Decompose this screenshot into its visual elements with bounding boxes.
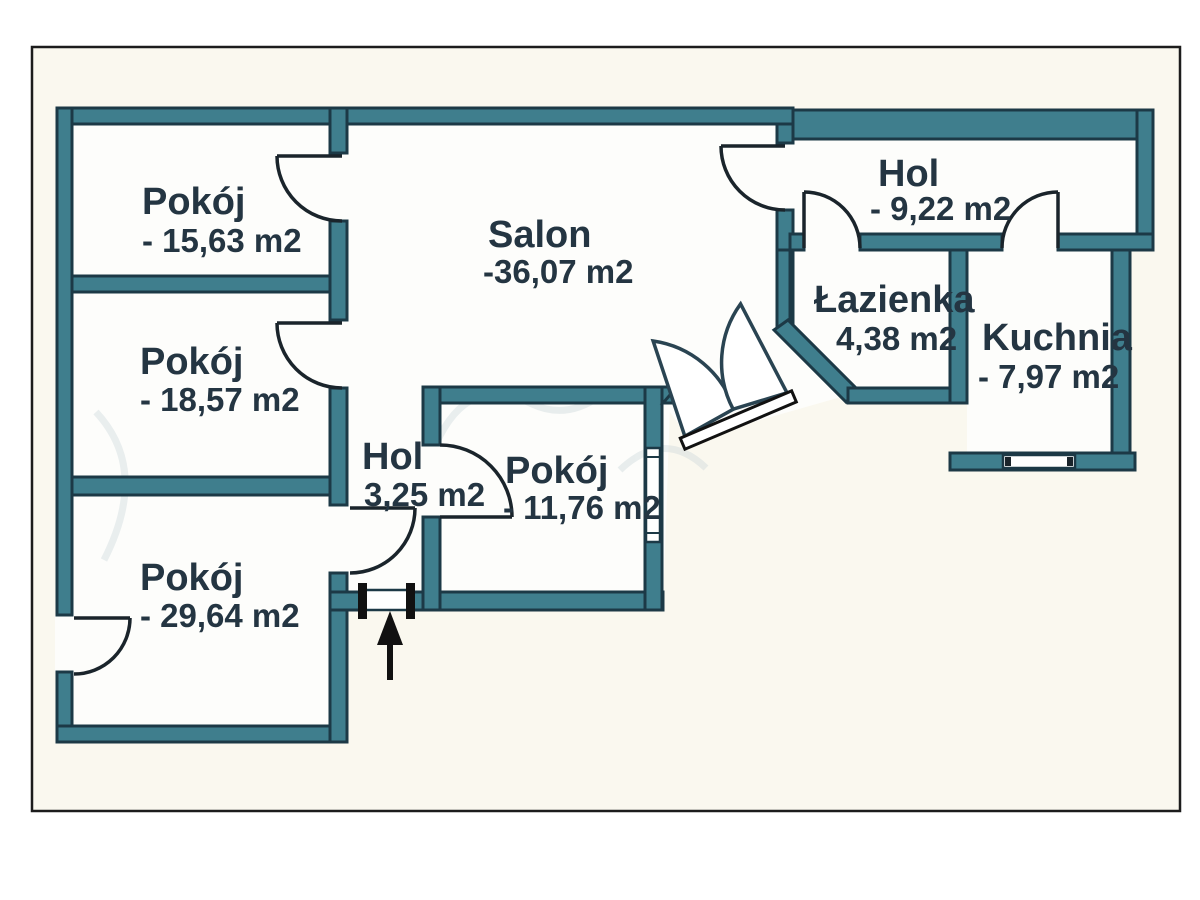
room-labels: Pokój - 15,63 m2 Pokój - 18,57 m2 Pokój … — [140, 153, 1133, 634]
windows — [644, 446, 1077, 544]
window-room-icon — [644, 446, 662, 544]
window-kitchen-icon — [1001, 453, 1077, 470]
salon-area: -36,07 m2 — [483, 253, 633, 290]
room-interiors — [55, 124, 1137, 726]
entrance-arrow-icon — [377, 611, 403, 680]
room4-area: - 11,76 m2 — [503, 489, 661, 526]
salon-name: Salon — [488, 214, 591, 256]
door-room3-icon — [349, 506, 417, 575]
door-salon-hall-icon — [719, 144, 786, 212]
room1-name: Pokój — [142, 181, 245, 223]
door-room4-icon — [439, 443, 514, 519]
hall-main-name: Hol — [878, 153, 939, 195]
room3-area: - 29,64 m2 — [140, 597, 300, 634]
door-room2-icon — [275, 321, 343, 390]
hall-main-area: - 9,22 m2 — [870, 190, 1011, 227]
room2-area: - 18,57 m2 — [140, 381, 300, 418]
room4-name: Pokój — [505, 450, 608, 492]
kitchen-name: Kuchnia — [982, 317, 1133, 359]
door-symbols — [73, 144, 1060, 676]
door-room3-balcony-icon — [73, 616, 132, 676]
bathroom-area: 4,38 m2 — [836, 320, 957, 357]
room2-name: Pokój — [140, 341, 243, 383]
entrance-door — [358, 583, 415, 619]
hall-small-name: Hol — [362, 436, 423, 478]
door-room1-icon — [275, 154, 343, 223]
kitchen-area: - 7,97 m2 — [978, 358, 1119, 395]
walls — [55, 106, 1155, 744]
bathroom-name: Łazienka — [814, 279, 975, 321]
door-kitchen-icon — [1000, 190, 1060, 249]
room1-area: - 15,63 m2 — [142, 222, 302, 259]
hall-small-area: 3,25 m2 — [364, 476, 485, 513]
door-bathroom-icon — [802, 190, 862, 249]
double-door-icon — [650, 300, 799, 452]
room3-name: Pokój — [140, 557, 243, 599]
